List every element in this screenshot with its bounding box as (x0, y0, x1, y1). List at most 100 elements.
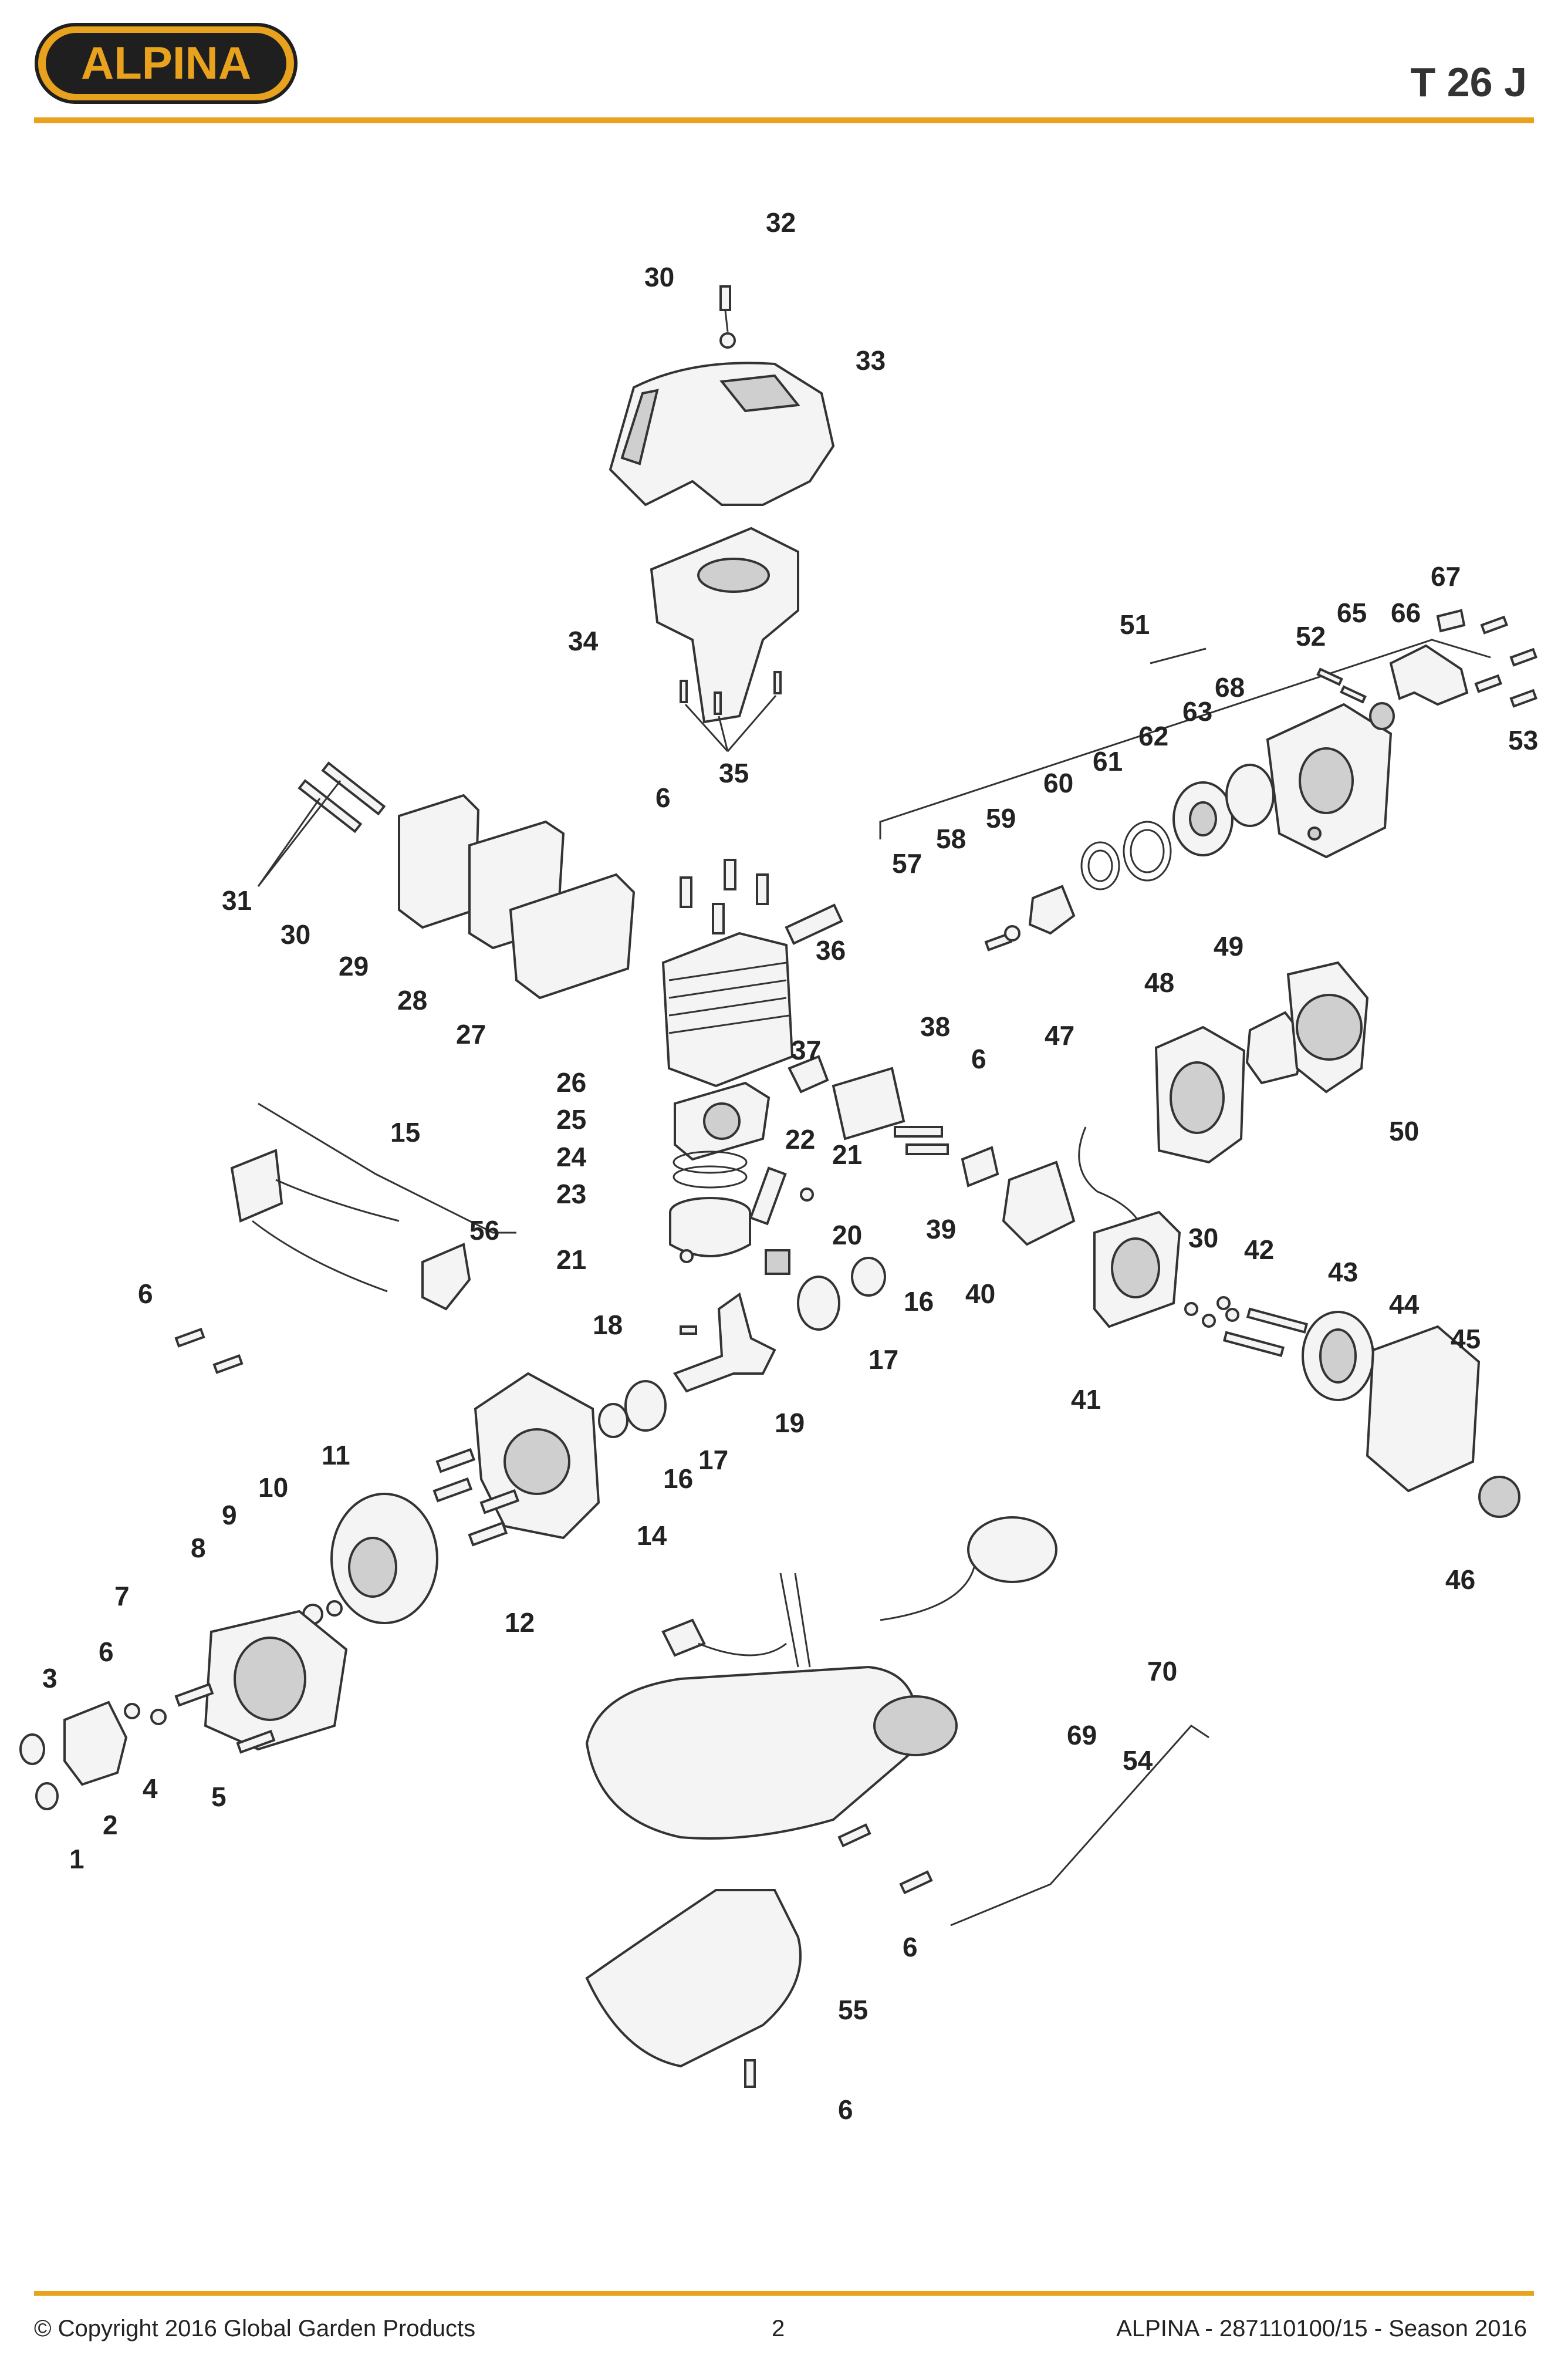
callout-51: 51 (1120, 609, 1150, 640)
callout-10: 10 (258, 1472, 288, 1503)
callout-2: 2 (103, 1810, 118, 1840)
tank-bolts-6 (837, 1823, 933, 1895)
piston-rings-24 (673, 1150, 748, 1189)
gasket-25 (674, 1081, 771, 1161)
callout-6-fan: 6 (99, 1637, 114, 1667)
spacer-49 (1245, 1011, 1307, 1085)
callout-33: 33 (856, 345, 886, 376)
callout-67: 67 (1431, 561, 1461, 592)
callout-7: 7 (114, 1581, 130, 1611)
callout-6-support: 6 (838, 2094, 853, 2125)
callout-52: 52 (1296, 621, 1326, 652)
callout-49: 49 (1214, 931, 1243, 961)
callout-46: 46 (1445, 1564, 1475, 1595)
callout-12: 12 (505, 1607, 535, 1638)
callout-3: 3 (42, 1663, 58, 1693)
callout-6-cylinder: 6 (655, 782, 671, 813)
knob-46 (1478, 1476, 1520, 1518)
callout-40: 40 (965, 1278, 995, 1309)
callout-11: 11 (322, 1440, 350, 1470)
washer-58 (1004, 925, 1020, 942)
heat-shield-27 (509, 873, 636, 1000)
handle-insert-67 (1436, 609, 1466, 633)
carb-gasket-39 (961, 1146, 999, 1187)
screws-52 (1316, 667, 1367, 704)
callout-32: 32 (766, 207, 796, 238)
callout-16-left: 16 (663, 1463, 693, 1494)
gasket-50 (1286, 961, 1369, 1094)
cover-support-34 (650, 527, 799, 724)
header-rule (34, 117, 1534, 123)
clutch-3 (63, 1701, 128, 1786)
bearing-20 (765, 1249, 790, 1275)
callout-24: 24 (556, 1142, 587, 1172)
fuel-cap-70 (880, 1516, 1057, 1621)
handle-66 (1389, 644, 1469, 706)
cylinder-bolts-6 (680, 859, 769, 934)
callout-17-left: 17 (698, 1445, 728, 1475)
seal-16-left (598, 1403, 628, 1438)
spark-plug-cap-56 (421, 1243, 471, 1311)
key-18 (680, 1325, 697, 1335)
washer-30-top (719, 332, 736, 349)
callout-62: 62 (1138, 721, 1168, 751)
washers-4 (124, 1703, 167, 1725)
callout-22: 22 (785, 1124, 815, 1155)
washers-42 (1216, 1296, 1239, 1322)
spring-60 (1080, 841, 1120, 890)
callout-34: 34 (568, 626, 599, 656)
support-bolt-6 (744, 2059, 756, 2088)
callout-16-right: 16 (904, 1286, 934, 1317)
crankcase-14 (474, 1372, 600, 1540)
spark-plug-36 (785, 903, 843, 945)
callout-60: 60 (1043, 768, 1073, 798)
piston-23 (669, 1197, 751, 1257)
coil-bolts-6 (174, 1328, 244, 1374)
callout-30-right: 30 (1188, 1223, 1218, 1253)
spring-61 (1123, 821, 1172, 882)
bearing-17-right (797, 1276, 840, 1331)
callout-66: 66 (1391, 598, 1421, 628)
callout-14: 14 (637, 1520, 667, 1551)
callout-6-carb: 6 (971, 1044, 986, 1074)
callout-70: 70 (1147, 1656, 1177, 1686)
callout-63: 63 (1182, 696, 1212, 727)
callout-69: 69 (1067, 1720, 1097, 1750)
seal-16-right (851, 1257, 886, 1297)
page-footer: © Copyright 2016 Global Garden Products … (0, 2304, 1568, 2351)
tank-support-55 (585, 1889, 802, 2068)
page-number: 2 (772, 2316, 785, 2341)
callout-45: 45 (1451, 1324, 1481, 1354)
callout-6-coil: 6 (138, 1278, 153, 1309)
screws-35 (680, 671, 782, 753)
copyright-text: © Copyright 2016 Global Garden Products (34, 2316, 476, 2341)
callout-18: 18 (593, 1310, 623, 1340)
callout-26: 26 (556, 1067, 586, 1098)
screws-53 (1474, 615, 1537, 708)
brand-text: ALPINA (81, 37, 251, 89)
callout-5: 5 (211, 1782, 227, 1812)
rope-guide-65 (1369, 702, 1395, 730)
callout-57: 57 (892, 848, 922, 879)
callout-31: 31 (222, 885, 252, 916)
callout-42: 42 (1244, 1234, 1274, 1265)
carb-bolts-6 (894, 1126, 949, 1155)
carburetor-40 (1002, 1160, 1076, 1246)
callout-19: 19 (775, 1408, 805, 1438)
engine-cover-33 (609, 362, 835, 507)
washers-30-right (1184, 1302, 1216, 1328)
callout-15: 15 (390, 1117, 420, 1148)
callout-29: 29 (339, 951, 369, 981)
washer-10 (326, 1600, 343, 1617)
fan-cover-7 (204, 1610, 348, 1751)
callout-65: 65 (1337, 598, 1367, 628)
muffler-bolts-31 (257, 761, 386, 887)
callout-37: 37 (791, 1035, 821, 1065)
callout-6-tank: 6 (903, 1932, 918, 1962)
model-title: T 26 J (1410, 59, 1527, 105)
air-filter-base-41 (1093, 1210, 1181, 1328)
callout-61: 61 (1093, 746, 1123, 777)
fuel-lines-69 (661, 1573, 811, 1668)
callout-20: 20 (832, 1220, 862, 1250)
air-filter-cover-45 (1366, 1325, 1481, 1493)
